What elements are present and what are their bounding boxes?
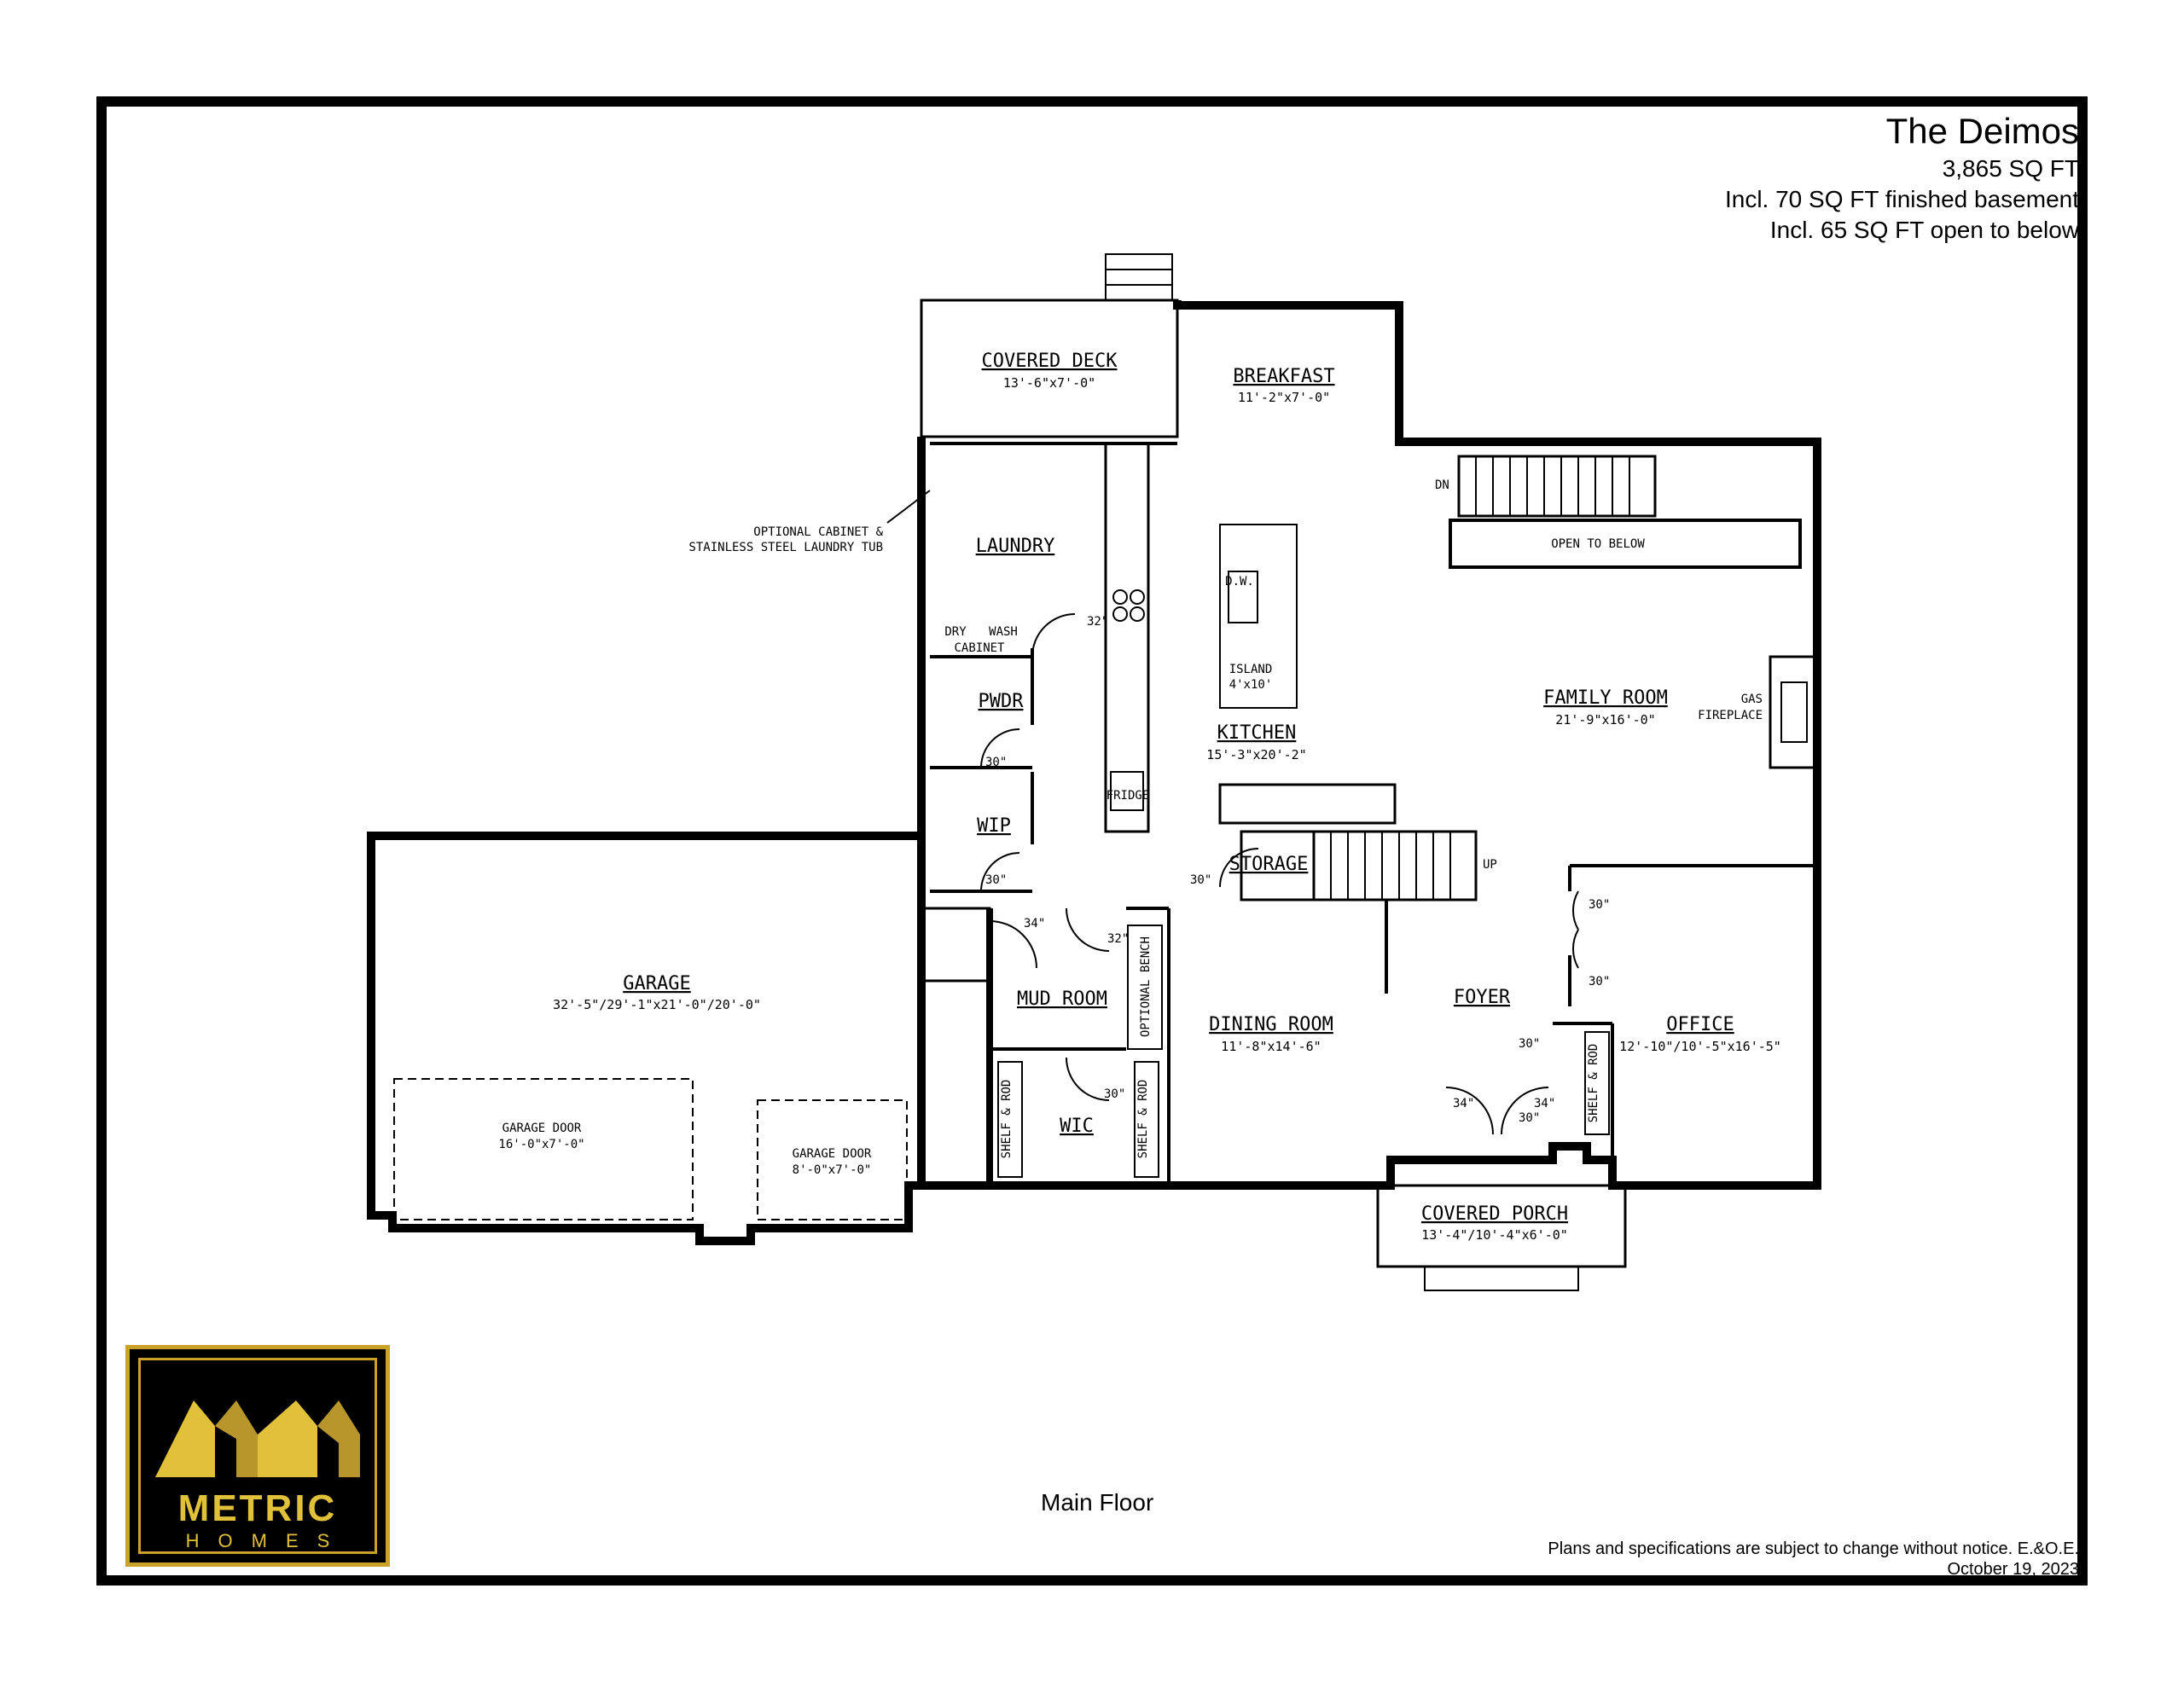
door-width-foyer-closet-2: 30" [1519, 1111, 1540, 1125]
plan-date: October 19, 2023 [1947, 1560, 2079, 1579]
gas-label: GAS [1741, 693, 1763, 706]
fireplace-label: FIREPLACE [1698, 709, 1763, 722]
optional-bench [1127, 925, 1163, 1050]
fridge-label: FRIDGE [1107, 789, 1150, 803]
garage-door-2-dim: 8'-0"x7'-0" [793, 1163, 872, 1177]
logo-subtitle: HOMES [185, 1530, 349, 1551]
breakfast-dim: 11'-2"x7'-0" [1238, 390, 1330, 405]
optional-cabinet-note-2: STAINLESS STEEL LAUNDRY TUB [688, 541, 883, 554]
door-width-front-door: 34" [1453, 1097, 1474, 1110]
door-width-storage: 30" [1190, 873, 1211, 887]
floor-label: Main Floor [1041, 1489, 1154, 1516]
plan-name: The Deimos [1885, 111, 2079, 151]
covered-porch-outline [1376, 1184, 1627, 1268]
wip-label: WIP [977, 815, 1011, 837]
stairs-down [1457, 455, 1657, 518]
dining-room-label: DINING ROOM [1209, 1014, 1333, 1035]
garage-label: GARAGE [623, 973, 690, 994]
logo-wordmark: METRIC [177, 1487, 338, 1529]
open-to-below-label: OPEN TO BELOW [1551, 537, 1645, 551]
stairs-down-label: DN [1435, 478, 1449, 492]
pwdr-label: PWDR [979, 691, 1025, 712]
mud-room-label: MUD ROOM [1017, 988, 1107, 1010]
door-width-laundry: 32" [1087, 615, 1108, 629]
stairs-up [1312, 830, 1478, 901]
stairs-up-label: UP [1483, 858, 1497, 872]
laundry-label: LAUNDRY [976, 536, 1055, 557]
door-width-wip: 30" [985, 873, 1007, 887]
garage-steps [918, 907, 991, 983]
garage-door-1-dim: 16'-0"x7'-0" [498, 1138, 584, 1151]
covered-deck-outline [920, 299, 1179, 438]
storage-label: STORAGE [1229, 854, 1309, 875]
door-width-pwdr: 30" [985, 756, 1007, 769]
door-width-office-2: 30" [1589, 975, 1610, 988]
island-label: ISLAND [1229, 663, 1273, 676]
shelf-rod-label-1: SHELF & ROD [1000, 1080, 1014, 1159]
door-width-office-1: 30" [1589, 898, 1610, 912]
breakfast-label: BREAKFAST [1233, 366, 1334, 387]
garage-door-1-label: GARAGE DOOR [502, 1122, 582, 1135]
door-width-mud-room: 32" [1107, 932, 1129, 946]
dishwasher-label: D.W. [1225, 575, 1254, 588]
optional-cabinet-note-1: OPTIONAL CABINET & [753, 525, 883, 539]
door-width-foyer-closet: 30" [1519, 1037, 1540, 1051]
kitchen-counter [1104, 442, 1150, 833]
kitchen-island [1219, 524, 1298, 709]
gas-fireplace [1769, 655, 1819, 769]
drawing-border [96, 96, 2088, 1586]
cabinet-label: CABINET [954, 641, 1005, 655]
covered-porch-label: COVERED PORCH [1421, 1203, 1568, 1225]
garage-dim: 32'-5"/29'-1"x21'-0"/20'-0" [553, 997, 761, 1012]
total-sqft: 3,865 SQ FT [1942, 155, 2079, 182]
covered-deck-dim: 13'-6"x7'-0" [1003, 375, 1095, 391]
garage-wall [367, 832, 990, 1245]
footer-note: Plans and specifications are subject to … [1548, 1539, 2079, 1580]
garage-door-1 [393, 1078, 694, 1220]
office-label: OFFICE [1666, 1014, 1734, 1035]
logo-mark-icon [155, 1400, 360, 1477]
garage-door-2-label: GARAGE DOOR [793, 1147, 872, 1161]
disclaimer: Plans and specifications are subject to … [1548, 1539, 2079, 1558]
family-room-dim: 21'-9"x16'-0" [1555, 712, 1655, 728]
shelf-rod-label-3: SHELF & ROD [1587, 1044, 1600, 1123]
porch-steps [1424, 1266, 1579, 1291]
open-to-below-rail [1449, 519, 1802, 569]
garage-door-2 [757, 1099, 908, 1220]
island-dim: 4'x10' [1229, 678, 1273, 692]
kitchen-dim: 15'-3"x20'-2" [1206, 747, 1306, 762]
shelf-rod-label-2: SHELF & ROD [1136, 1080, 1150, 1159]
deck-stairs [1105, 253, 1173, 301]
basement-sqft: Incl. 70 SQ FT finished basement [1724, 186, 2079, 212]
logo-inner-border [138, 1358, 377, 1554]
covered-deck-label: COVERED DECK [982, 351, 1118, 372]
kitchen-label: KITCHEN [1217, 722, 1297, 744]
wic-label: WIC [1060, 1116, 1094, 1137]
washer-label: WASH [989, 625, 1018, 639]
foyer-label: FOYER [1454, 987, 1511, 1008]
dishwasher-sink [1228, 571, 1258, 623]
open-below-sqft: Incl. 65 SQ FT open to below [1769, 217, 2079, 243]
dining-room-dim: 11'-8"x14'-6" [1221, 1039, 1321, 1054]
title-block: The Deimos 3,865 SQ FT Incl. 70 SQ FT fi… [1725, 109, 2079, 246]
optional-bench-label: OPTIONAL BENCH [1139, 936, 1153, 1037]
door-width-wic: 30" [1104, 1087, 1125, 1101]
office-dim: 12'-10"/10'-5"x16'-5" [1619, 1039, 1781, 1054]
door-width-garage-entry: 34" [1024, 917, 1045, 930]
dryer-label: DRY [944, 625, 967, 639]
fridge [1110, 771, 1144, 811]
covered-porch-dim: 13'-4"/10'-4"x6'-0" [1421, 1227, 1568, 1243]
metric-homes-logo: METRIC HOMES [125, 1345, 390, 1567]
family-room-label: FAMILY ROOM [1543, 687, 1668, 709]
kitchen-bar [1218, 783, 1397, 825]
door-width-front-door-2: 34" [1534, 1097, 1555, 1110]
